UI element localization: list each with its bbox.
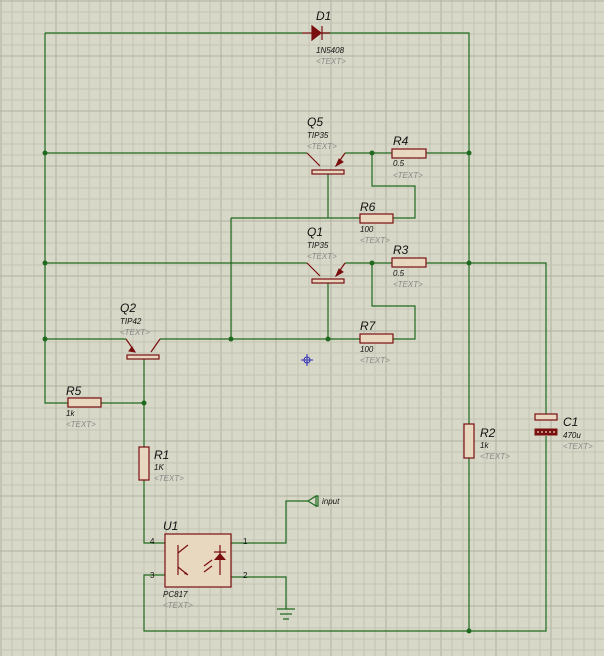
r5-value: 1k <box>66 409 75 418</box>
u1-pin-2: 2 <box>243 571 248 580</box>
r1-value: 1K <box>154 463 164 472</box>
u1-pin-1: 1 <box>243 537 248 546</box>
q5-text: <TEXT> <box>307 142 337 151</box>
c1-value: 470u <box>563 431 581 440</box>
r2-ref: R2 <box>480 426 496 440</box>
r3-text: <TEXT> <box>393 280 423 289</box>
r4-text: <TEXT> <box>393 171 423 180</box>
q5-ref: Q5 <box>307 115 323 129</box>
transistor-q1[interactable]: Q1 TIP35 <TEXT> <box>306 225 346 284</box>
r7-ref: R7 <box>360 319 377 333</box>
resistor-r6[interactable]: R6 100 <TEXT> <box>359 200 394 245</box>
resistor-r4[interactable]: R4 0.5 <TEXT> <box>391 134 427 180</box>
u1-pin-4: 4 <box>150 537 155 546</box>
q2-ref: Q2 <box>120 301 136 315</box>
transistor-q2[interactable]: Q2 TIP42 <TEXT> <box>120 301 161 360</box>
origin-marker-icon[interactable] <box>301 354 313 366</box>
resistor-r7[interactable]: R7 100 <TEXT> <box>359 319 394 365</box>
r5-text: <TEXT> <box>66 420 96 429</box>
c1-ref: C1 <box>563 415 578 429</box>
resistor-r1[interactable]: R1 1K <TEXT> <box>138 446 184 483</box>
u1-value: PC817 <box>163 590 188 599</box>
r2-text: <TEXT> <box>480 452 510 461</box>
resistor-r3[interactable]: R3 0.5 <TEXT> <box>391 243 427 289</box>
d1-ref: D1 <box>316 9 331 23</box>
d1-text: <TEXT> <box>316 57 346 66</box>
q1-text: <TEXT> <box>307 252 337 261</box>
q2-text: <TEXT> <box>120 328 150 337</box>
optocoupler-u1[interactable]: 4 3 1 2 U1 PC817 <TEXT> <box>150 519 248 610</box>
r6-ref: R6 <box>360 200 376 214</box>
r3-ref: R3 <box>393 243 409 257</box>
resistor-r2[interactable]: R2 1k <TEXT> <box>463 423 510 461</box>
capacitor-c1[interactable]: C1 470u <TEXT> <box>534 413 593 451</box>
q1-value: TIP35 <box>307 241 329 250</box>
r7-text: <TEXT> <box>360 356 390 365</box>
r7-value: 100 <box>360 345 374 354</box>
u1-text: <TEXT> <box>163 601 193 610</box>
c1-text: <TEXT> <box>563 442 593 451</box>
junction-nodes <box>42 150 472 634</box>
input-label: input <box>322 497 340 506</box>
r1-text: <TEXT> <box>154 474 184 483</box>
r4-ref: R4 <box>393 134 409 148</box>
q5-value: TIP35 <box>307 131 329 140</box>
r6-value: 100 <box>360 225 374 234</box>
u1-pin-3: 3 <box>150 571 155 580</box>
d1-value: 1N5408 <box>316 46 345 55</box>
r6-text: <TEXT> <box>360 236 390 245</box>
input-terminal[interactable]: input <box>306 494 340 508</box>
q2-value: TIP42 <box>120 317 142 326</box>
r5-ref: R5 <box>66 384 82 398</box>
r1-ref: R1 <box>154 448 169 462</box>
resistor-r5[interactable]: R5 1k <TEXT> <box>66 384 102 429</box>
q1-ref: Q1 <box>307 225 323 239</box>
transistor-q5[interactable]: Q5 TIP35 <TEXT> <box>306 115 346 175</box>
r4-value: 0.5 <box>393 159 405 168</box>
r2-value: 1k <box>480 441 489 450</box>
r3-value: 0.5 <box>393 269 405 278</box>
u1-ref: U1 <box>163 519 178 533</box>
diode-d1[interactable]: D1 1N5408 <TEXT> <box>302 9 346 66</box>
